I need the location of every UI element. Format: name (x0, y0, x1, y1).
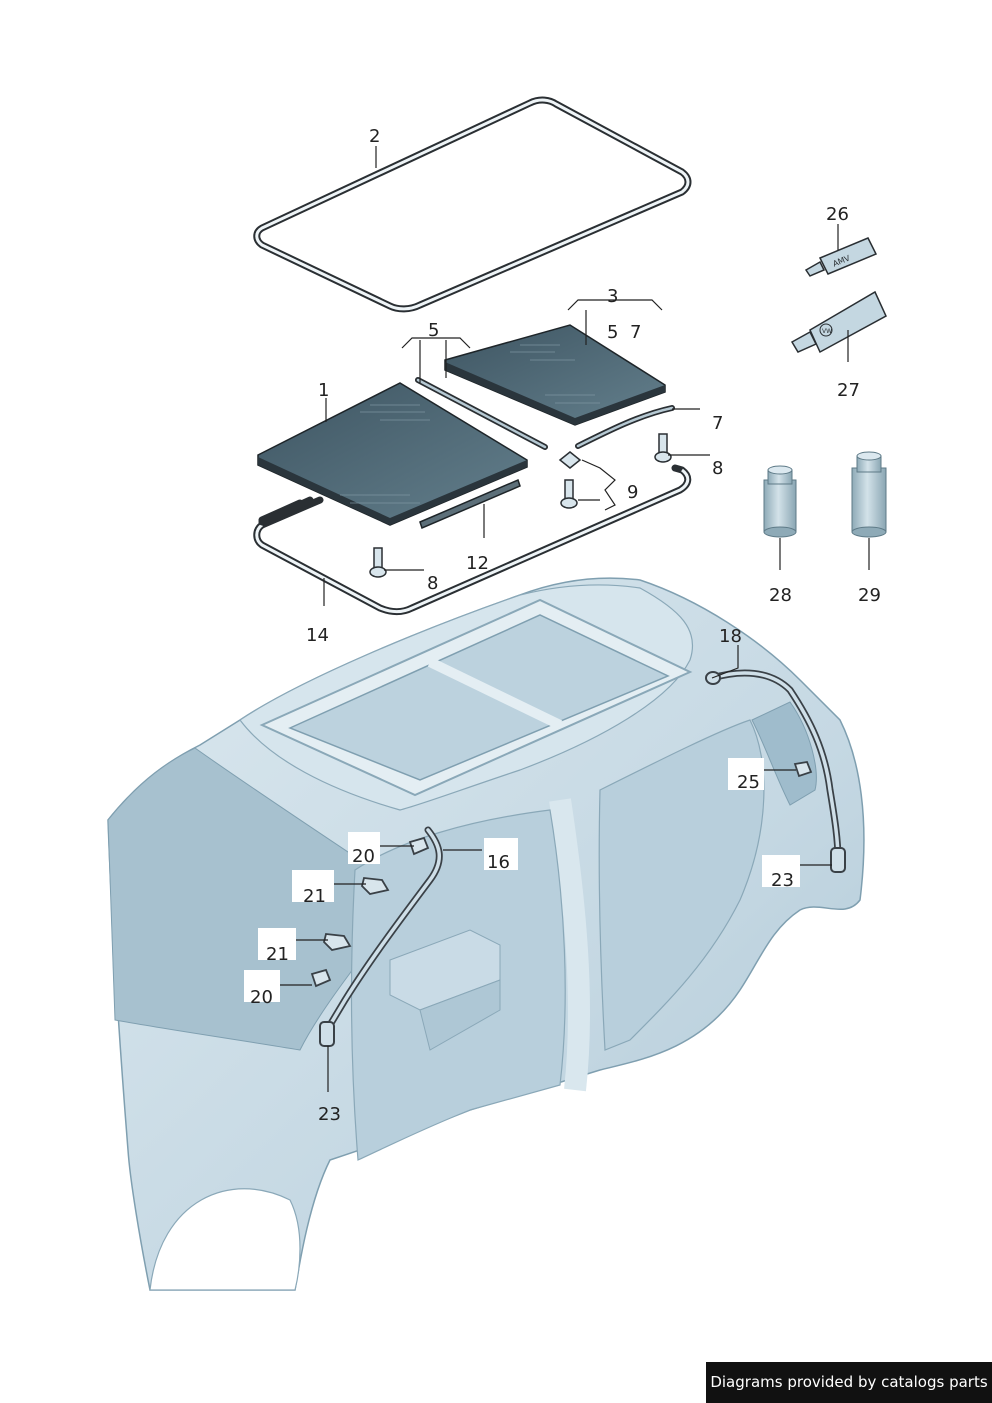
seal-strip-7-inner (576, 406, 674, 448)
callout-18: 18 (719, 626, 742, 647)
callout-23-rear: 23 (771, 870, 794, 891)
b-pillar (549, 798, 591, 1092)
rear-drain-hose-18-inner (710, 671, 840, 862)
callout-5-b: 5 (607, 322, 618, 343)
callout-26: 26 (826, 204, 849, 225)
callout-2: 2 (369, 126, 380, 147)
sunroof-opening (288, 614, 670, 781)
drain-hoses (310, 669, 846, 1047)
callout-27: 27 (837, 380, 860, 401)
rear-door-opening (598, 719, 765, 1051)
callout-3: 3 (607, 286, 618, 307)
drain-valve-23-front[interactable] (319, 1021, 335, 1047)
callout-7-b: 7 (712, 413, 723, 434)
clip-25[interactable] (793, 760, 813, 778)
callout-23-front: 23 (318, 1104, 341, 1125)
callout-5-a: 5 (428, 320, 439, 341)
callout-21-upper: 21 (303, 886, 326, 907)
leader-lines (280, 146, 870, 1092)
label-tags (244, 758, 800, 1002)
seal-frame-2-inner (255, 98, 690, 311)
drain-valve-23-rear[interactable] (830, 847, 846, 873)
callout-8-right: 8 (712, 458, 723, 479)
callout-12: 12 (466, 553, 489, 574)
callout-29: 29 (858, 585, 881, 606)
callout-14: 14 (306, 625, 329, 646)
tube-27-label: VW (822, 328, 832, 335)
seal-strip-5-a-inner (416, 378, 547, 449)
glass-panel-1[interactable] (257, 382, 528, 526)
callout-1: 1 (318, 380, 329, 401)
callout-9: 9 (627, 482, 638, 503)
nut-9[interactable] (558, 451, 582, 469)
clip-21-upper[interactable] (361, 877, 390, 895)
callout-8-left: 8 (427, 573, 438, 594)
callout-7-a: 7 (630, 322, 641, 343)
adhesive-tube-27[interactable]: VW (790, 290, 887, 354)
floor-crossmember-2 (419, 979, 501, 1051)
car-body-shell (107, 577, 865, 1291)
seal-frame-14-inner (255, 468, 690, 614)
front-drain-hose-16-inner (328, 828, 441, 1027)
callout-20-top: 20 (352, 846, 375, 867)
wind-deflector-12[interactable] (419, 478, 521, 530)
clip-20-top[interactable] (408, 836, 430, 856)
clip-20-lower[interactable] (310, 968, 332, 988)
callout-numbers: 2 3 5 5 7 1 7 8 9 12 8 14 26 27 28 29 18… (250, 126, 881, 1125)
rear-quarter-window (751, 701, 817, 806)
callout-16: 16 (487, 852, 510, 873)
clip-21-lower[interactable] (323, 933, 352, 951)
container-29[interactable] (851, 451, 887, 538)
vw-logo-icon (819, 323, 833, 337)
glass-panel-3[interactable] (444, 324, 666, 426)
front-wheel-arch (149, 1188, 301, 1291)
container-28[interactable] (763, 465, 797, 538)
adhesive-tube-26[interactable]: AMV (804, 237, 878, 277)
screw-8-left[interactable] (369, 547, 387, 578)
seal-frame-14-left (258, 496, 314, 526)
diagram-credit-banner[interactable]: Diagrams provided by catalogs parts (706, 1362, 992, 1403)
callout-28: 28 (769, 585, 792, 606)
callout-21-lower: 21 (266, 944, 289, 965)
sunroof-crossbar (427, 657, 563, 730)
screw-8-right[interactable] (654, 433, 672, 463)
callout-20-lower: 20 (250, 987, 273, 1008)
screw-9[interactable] (560, 479, 578, 509)
callout-25: 25 (737, 772, 760, 793)
